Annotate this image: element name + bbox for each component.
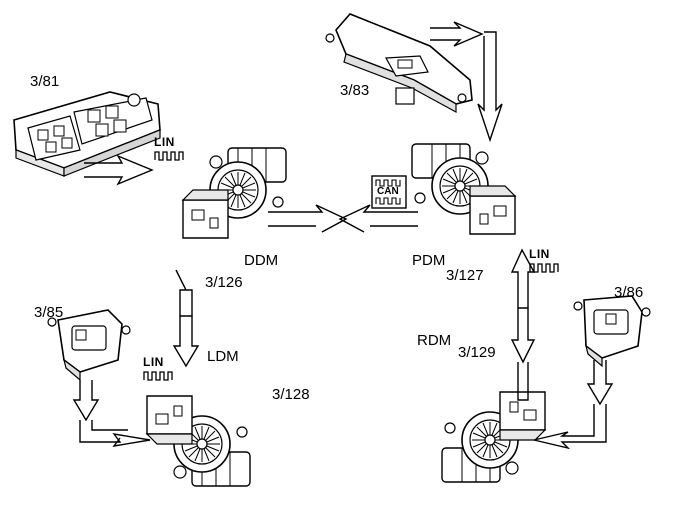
rear-right-switch — [573, 295, 651, 368]
lin-3-wave-icon — [529, 263, 559, 273]
lin-label-3: LIN — [529, 247, 550, 261]
label-ddm: DDM — [244, 252, 279, 269]
driver-switch-panel — [13, 91, 161, 177]
lin-arrow-pdm-rdm — [510, 248, 536, 401]
rear-left-switch — [47, 309, 131, 382]
ldm-module — [146, 395, 251, 487]
can-box — [371, 175, 407, 209]
arrow-85-ldm — [72, 380, 151, 447]
ddm-module — [182, 147, 287, 239]
label-pdm: PDM — [412, 252, 446, 269]
label-3-86: 3/86 — [614, 284, 644, 301]
lin-label-2: LIN — [143, 355, 164, 369]
can-label: CAN — [377, 186, 399, 197]
lin-arrow-81-ddm — [84, 154, 154, 186]
passenger-switch — [325, 13, 473, 114]
label-pdm-id: 3/127 — [446, 267, 484, 284]
lin-arrow-ddm-ldm — [172, 269, 200, 368]
lin-2-wave-icon — [143, 371, 173, 381]
lin-1-wave-icon — [154, 151, 184, 161]
rdm-module — [441, 391, 546, 483]
label-ldm: LDM — [207, 348, 239, 365]
can-arrow-ddm-pdm — [268, 204, 418, 233]
arrow-86-rdm — [533, 360, 614, 450]
lin-arrow-83-pdm — [430, 21, 503, 143]
label-ddm-id: 3/126 — [205, 274, 243, 291]
label-rdm-id: 3/129 — [458, 344, 496, 361]
pdm-module — [411, 143, 516, 235]
label-3-83: 3/83 — [340, 82, 370, 99]
lin-label-1: LIN — [154, 135, 175, 149]
label-ldm-id: 3/128 — [272, 386, 310, 403]
label-3-85: 3/85 — [34, 304, 64, 321]
label-3-81: 3/81 — [30, 73, 60, 90]
label-rdm: RDM — [417, 332, 452, 349]
